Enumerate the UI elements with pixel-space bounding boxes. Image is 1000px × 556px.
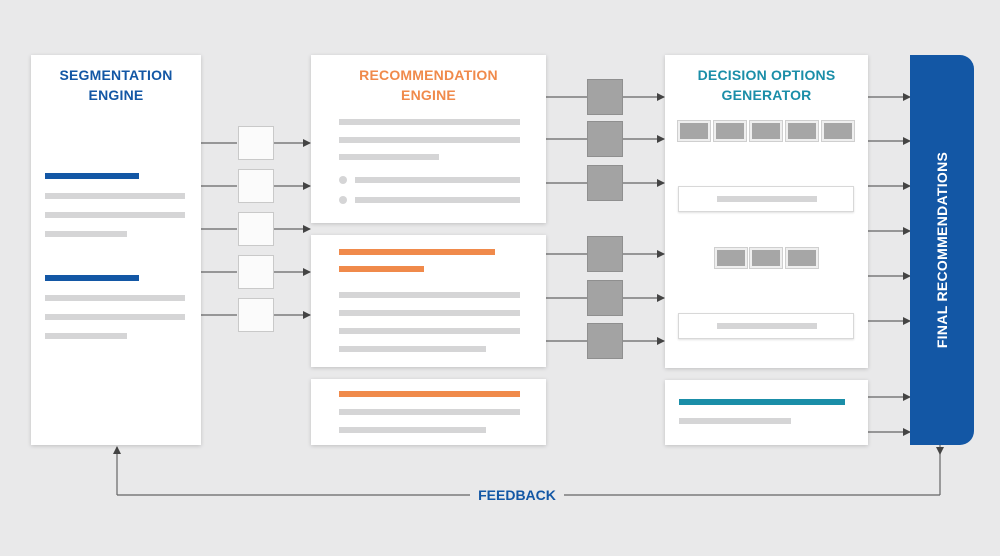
- placeholder-line: [45, 193, 185, 199]
- processing-node: [587, 280, 623, 316]
- connector-node: [238, 169, 274, 203]
- placeholder-line: [45, 333, 127, 339]
- option-chip: [715, 248, 747, 268]
- final-recommendations-label: FINAL RECOMMENDATIONS: [934, 151, 950, 349]
- placeholder-line: [355, 197, 520, 203]
- option-chip: [714, 121, 746, 141]
- option-aggregator-box: [678, 186, 854, 212]
- recommendation-summary-panel: [311, 379, 546, 445]
- segmentation-engine-title: SEGMENTATION ENGINE: [31, 65, 201, 105]
- placeholder-line: [45, 314, 185, 320]
- placeholder-line: [355, 177, 520, 183]
- decision-title-line2: GENERATOR: [721, 87, 812, 103]
- option-result-box: [678, 313, 854, 339]
- segmentation-engine-panel: SEGMENTATION ENGINE: [31, 55, 201, 445]
- connector-node: [238, 212, 274, 246]
- recommendation-engine-panel: RECOMMENDATION ENGINE: [311, 55, 546, 223]
- placeholder-line: [339, 328, 520, 334]
- option-chip: [750, 248, 782, 268]
- decision-options-title: DECISION OPTIONS GENERATOR: [665, 65, 868, 105]
- decision-highlight-bar: [679, 399, 845, 405]
- recommendation-highlight-bar: [339, 249, 495, 255]
- placeholder-line: [339, 154, 439, 160]
- option-chip: [750, 121, 782, 141]
- placeholder-line: [339, 292, 520, 298]
- feedback-label: FEEDBACK: [470, 486, 564, 504]
- recommendation-engine-title: RECOMMENDATION ENGINE: [311, 65, 546, 105]
- recommendation-title-line2: ENGINE: [401, 87, 456, 103]
- placeholder-line: [717, 196, 817, 202]
- decision-summary-panel: [665, 380, 868, 445]
- segmentation-title-line2: ENGINE: [88, 87, 144, 103]
- connector-node: [238, 298, 274, 332]
- bullet-dot: [339, 176, 347, 184]
- placeholder-line: [339, 409, 520, 415]
- placeholder-line: [45, 295, 185, 301]
- placeholder-line: [45, 212, 185, 218]
- processing-node: [587, 236, 623, 272]
- option-chip: [786, 248, 818, 268]
- placeholder-line: [339, 119, 520, 125]
- placeholder-line: [339, 137, 520, 143]
- segment-highlight-bar: [45, 173, 139, 179]
- option-chip: [678, 121, 710, 141]
- final-recommendations-bar: FINAL RECOMMENDATIONS: [910, 55, 974, 445]
- recommendation-highlight-bar: [339, 391, 520, 397]
- placeholder-line: [45, 231, 127, 237]
- bullet-dot: [339, 196, 347, 204]
- placeholder-line: [339, 310, 520, 316]
- connector-node: [238, 255, 274, 289]
- processing-node: [587, 323, 623, 359]
- processing-node: [587, 121, 623, 157]
- processing-node: [587, 79, 623, 115]
- connector-node: [238, 126, 274, 160]
- segment-highlight-bar: [45, 275, 139, 281]
- recommendation-options-panel: [311, 235, 546, 367]
- segmentation-title-line1: SEGMENTATION: [59, 67, 173, 83]
- recommendation-title-line1: RECOMMENDATION: [359, 67, 498, 83]
- placeholder-line: [339, 427, 486, 433]
- placeholder-line: [339, 346, 486, 352]
- recommendation-highlight-bar: [339, 266, 424, 272]
- option-chip: [786, 121, 818, 141]
- decision-title-line1: DECISION OPTIONS: [697, 67, 836, 83]
- placeholder-line: [717, 323, 817, 329]
- option-chip: [822, 121, 854, 141]
- placeholder-line: [679, 418, 791, 424]
- processing-node: [587, 165, 623, 201]
